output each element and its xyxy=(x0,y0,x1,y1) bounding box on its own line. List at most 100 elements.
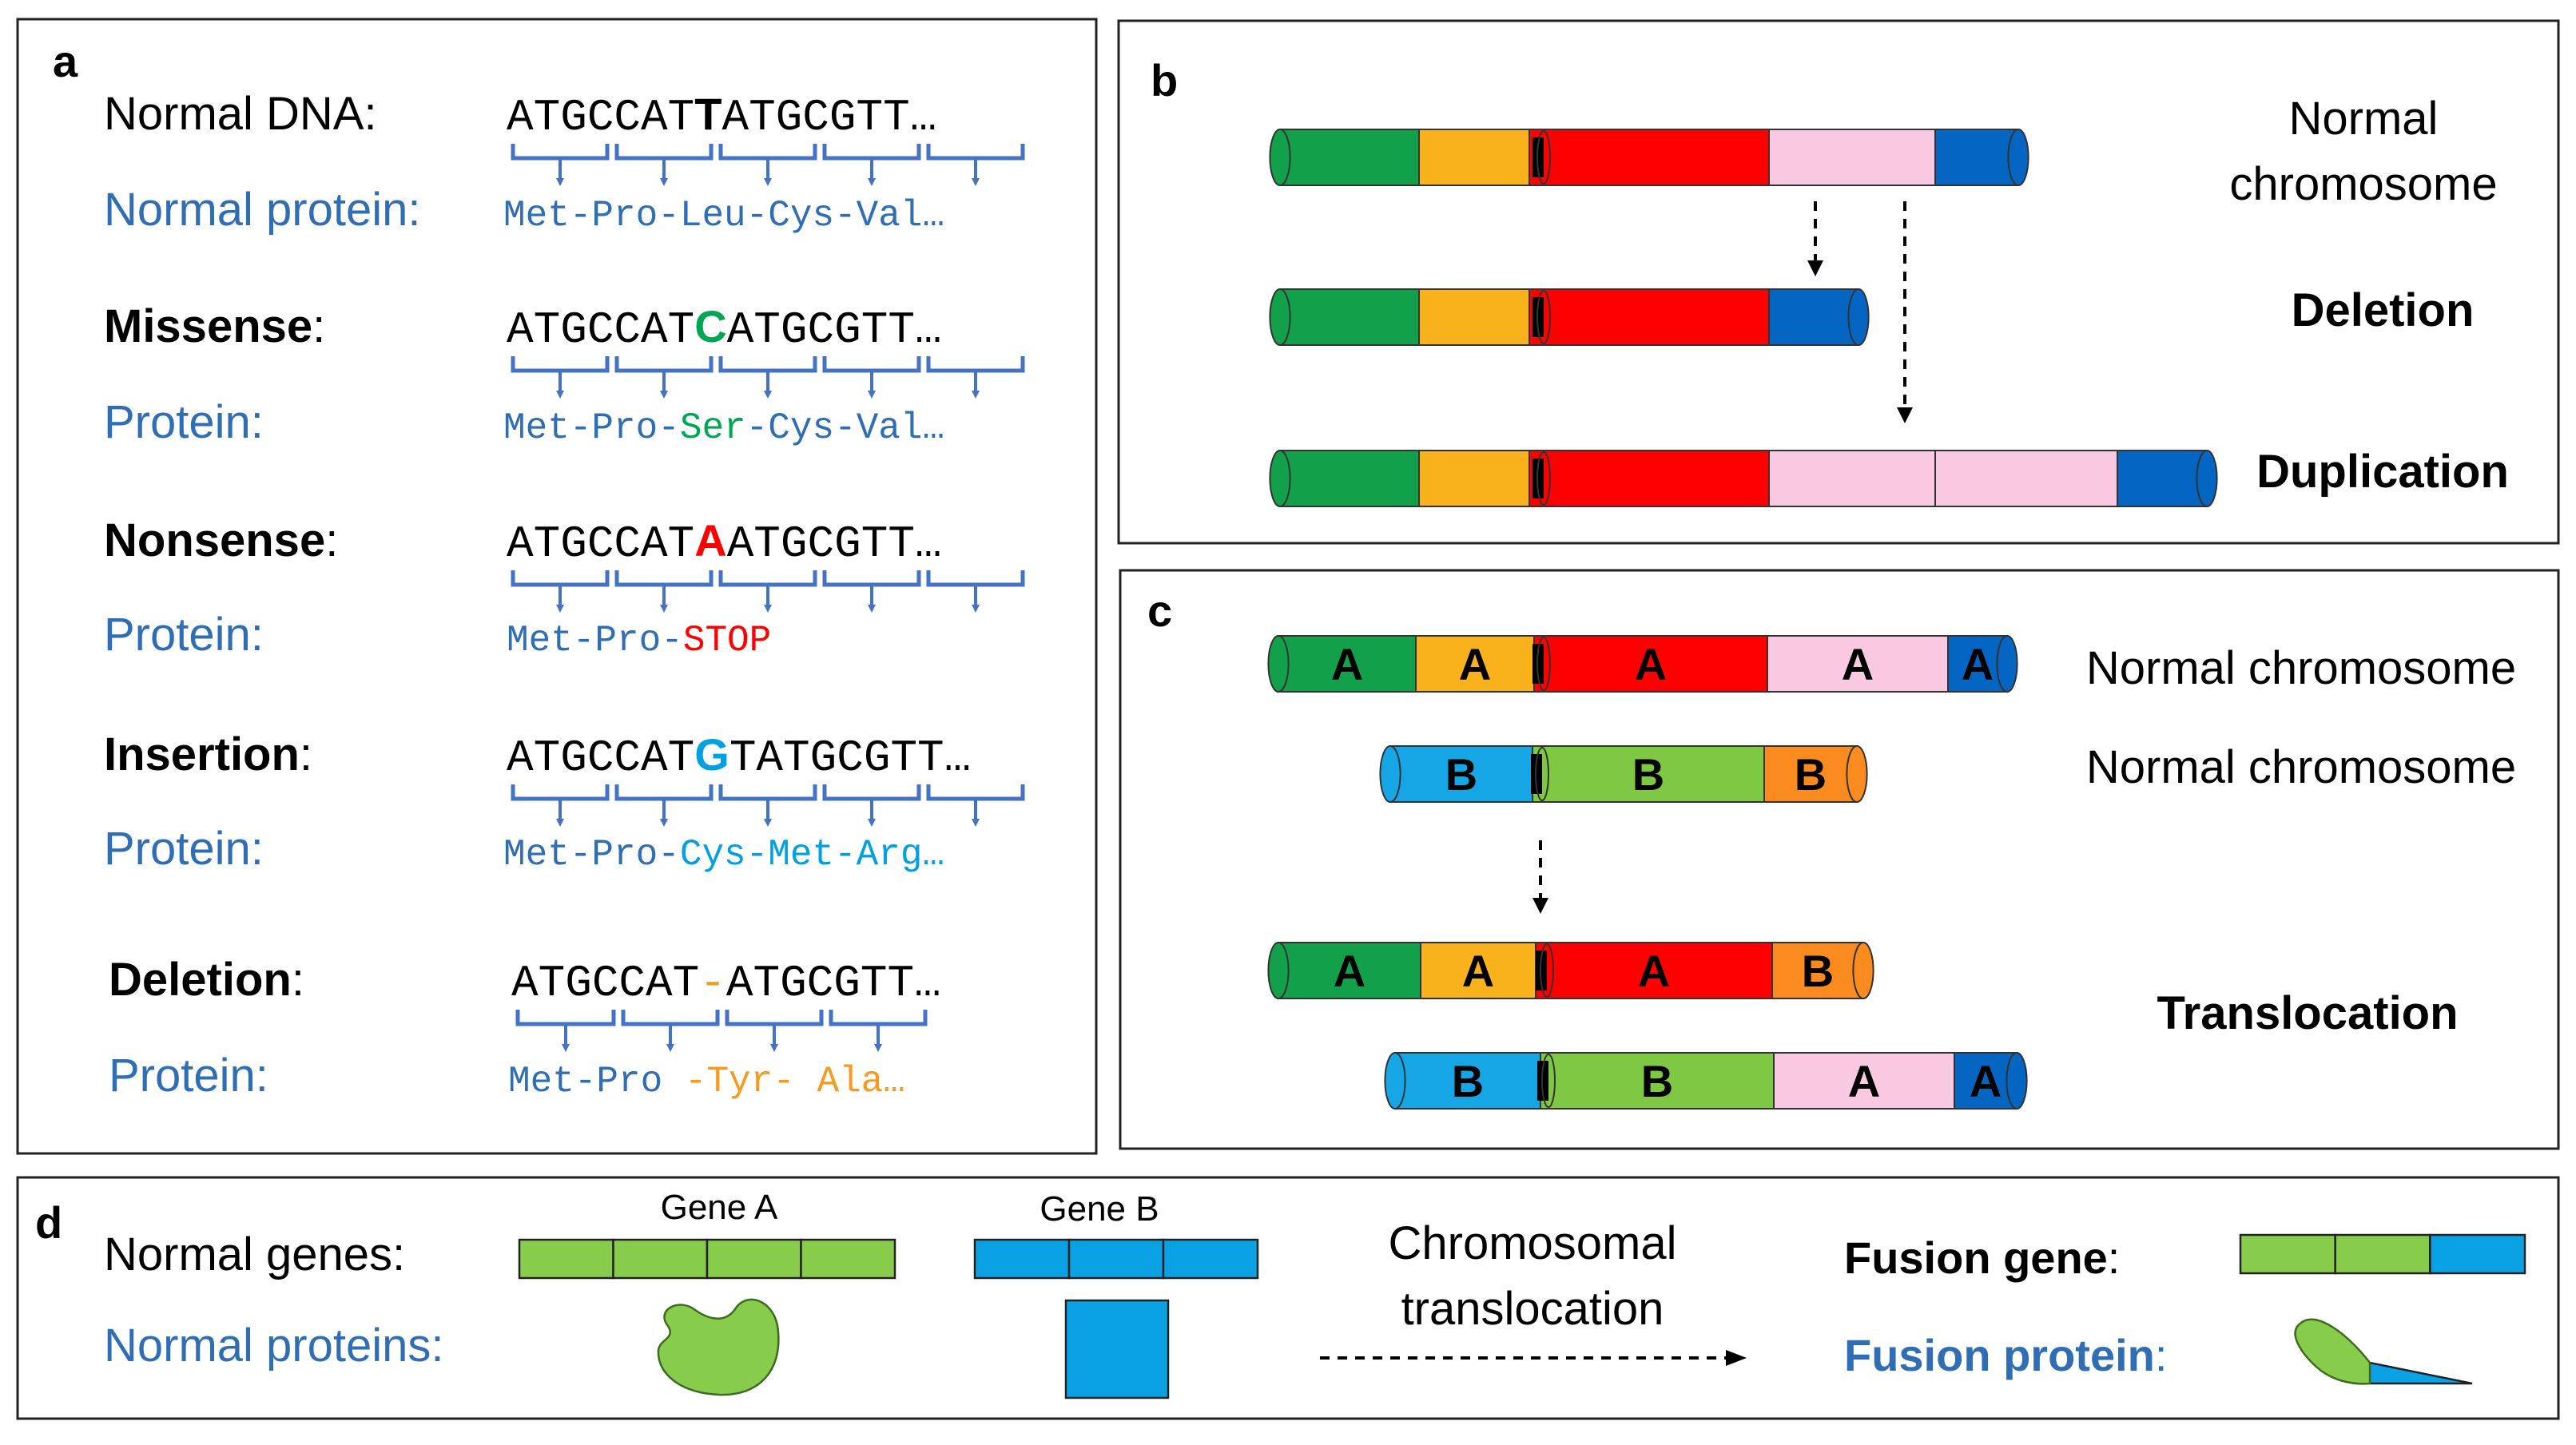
chromosome-cap-left xyxy=(1379,745,1401,803)
dna-label-colon: : xyxy=(300,728,312,780)
translocation-label: Translocation xyxy=(2157,987,2458,1039)
chromosome-cap-left xyxy=(1267,942,1290,999)
centromere-edge xyxy=(1535,747,1549,801)
codon-bracket xyxy=(718,784,817,801)
chromosome-segment xyxy=(1529,129,1770,186)
codon-bracket xyxy=(829,1010,928,1026)
dna-suffix: ATGCGTT… xyxy=(727,304,942,355)
protein-segment: Ser xyxy=(680,407,746,449)
gene-exon xyxy=(2429,1233,2526,1275)
dna-suffix: TATGCGTT… xyxy=(729,732,971,784)
chromosome-segment xyxy=(1420,942,1536,999)
chromosome-cap-right xyxy=(1852,942,1874,999)
dna-mutation: - xyxy=(699,958,726,1009)
deletion-arrow-head xyxy=(1807,260,1823,276)
fusion-gene-colon: : xyxy=(2108,1233,2121,1283)
segment-label: B xyxy=(1452,1056,1484,1106)
translocation-arrow-head xyxy=(1532,898,1548,914)
chromosome-cap-right xyxy=(1847,288,1870,346)
chromosomal-label: Chromosomal xyxy=(1389,1217,1677,1269)
codon-bracket xyxy=(926,784,1025,801)
gene-exon xyxy=(2239,1233,2336,1275)
fusion-protein-colon: : xyxy=(2155,1330,2168,1380)
codon-bracket xyxy=(511,356,610,373)
fusion-protein-label: Fusion protein: xyxy=(1844,1330,2167,1380)
dna-label-text: Deletion xyxy=(109,954,292,1006)
translocation-d-arrow-head xyxy=(1726,1350,1747,1366)
dna-mutation: C xyxy=(694,301,726,351)
gene-exon xyxy=(973,1238,1071,1280)
segment-label: B xyxy=(1632,749,1664,800)
fusion-gene-label: Fusion gene: xyxy=(1844,1233,2120,1283)
gene-a-bar xyxy=(518,1238,896,1280)
segment-label: A xyxy=(1638,946,1670,996)
dna-label-text: Missense xyxy=(104,300,312,352)
codon-bracket xyxy=(621,1010,720,1026)
protein-b-shape xyxy=(1064,1299,1170,1399)
protein-segment: Met-Pro- xyxy=(507,620,683,661)
chromosome-cap-left xyxy=(1269,450,1291,507)
protein-label-4: Protein: xyxy=(109,1050,268,1102)
protein-segment: STOP xyxy=(683,620,771,661)
segment-label: B xyxy=(1445,749,1477,800)
dna-label-colon: : xyxy=(312,300,325,352)
segment-label: A xyxy=(1970,1056,2002,1106)
chromosome-segment xyxy=(1279,450,1420,507)
segment-label: B xyxy=(1802,946,1834,996)
chromosome-segment xyxy=(1771,942,1864,999)
gene-b-bar xyxy=(973,1238,1259,1280)
gene-b-label: Gene B xyxy=(1040,1189,1159,1229)
protein-segment: -Cys-Val… xyxy=(746,407,944,449)
codon-bracket xyxy=(718,144,817,161)
chromosome-segment xyxy=(1540,1052,1775,1110)
codon-bracket xyxy=(926,144,1025,161)
protein-a-shape xyxy=(657,1298,780,1396)
dna-prefix: ATGCCAT xyxy=(507,518,694,570)
panel-b-letter: b xyxy=(1151,55,1178,105)
panel-a-mutation-types: Normal DNA:ATGCCATTATGCGTT…Normal protei… xyxy=(104,88,1025,1102)
panel-c-frame xyxy=(1119,569,2560,1150)
chromosome-segment xyxy=(1763,745,1858,803)
protein-label-1: Protein: xyxy=(104,396,264,448)
dna-sequence-2: ATGCCATAATGCGTT… xyxy=(507,515,942,570)
protein-sequence-4: Met-Pro -Tyr- Ala… xyxy=(508,1061,905,1102)
chromosome-segment xyxy=(1767,635,1949,693)
duplication-label: Duplication xyxy=(2256,446,2509,498)
dna-prefix: ATGCCAT xyxy=(507,304,694,355)
centromere-edge xyxy=(1536,290,1551,344)
dna-suffix: ATGCGTT… xyxy=(727,518,942,570)
chromosome-cap-left xyxy=(1269,288,1291,346)
codon-bracket xyxy=(515,1010,616,1026)
protein-sequence-2: Met-Pro-STOP xyxy=(507,620,771,661)
codon-bracket xyxy=(511,784,610,801)
dna-label-text: Normal DNA: xyxy=(104,88,377,140)
centromere-edge xyxy=(1536,130,1551,185)
chromosome-segment xyxy=(2117,450,2208,507)
panel-b-chromosomes xyxy=(1269,129,2218,507)
dna-suffix: ATGCGTT… xyxy=(722,92,936,143)
protein-segment: -Tyr- Ala… xyxy=(685,1061,905,1102)
codon-bracket xyxy=(822,144,921,161)
codon-bracket xyxy=(926,356,1025,373)
normal-chromosome-b xyxy=(1269,129,2029,186)
chromosome-segment xyxy=(1394,1052,1541,1110)
normal-genes-label: Normal genes: xyxy=(104,1229,405,1280)
gene-exon xyxy=(2334,1233,2431,1275)
chromosome-segment xyxy=(1529,288,1770,346)
protein-segment: Cys-Met-Arg… xyxy=(680,834,944,875)
dna-label-2: Nonsense: xyxy=(104,514,338,566)
gene-exon xyxy=(518,1238,614,1280)
codon-bracket xyxy=(614,784,714,801)
chromosome-segment xyxy=(1768,288,1859,346)
dna-sequence-0: ATGCCATTATGCGTT… xyxy=(507,89,936,143)
deletion-label: Deletion xyxy=(2292,284,2475,336)
fusion-gene-bar xyxy=(2239,1233,2526,1275)
chromosome-segment xyxy=(1278,942,1421,999)
chromosome-segment xyxy=(1529,450,1770,507)
normal-proteins-label: Normal proteins: xyxy=(104,1320,443,1372)
chromosome-segment xyxy=(1934,129,2019,186)
chromosome-segment xyxy=(1533,635,1768,693)
codon-bracket xyxy=(614,144,714,161)
